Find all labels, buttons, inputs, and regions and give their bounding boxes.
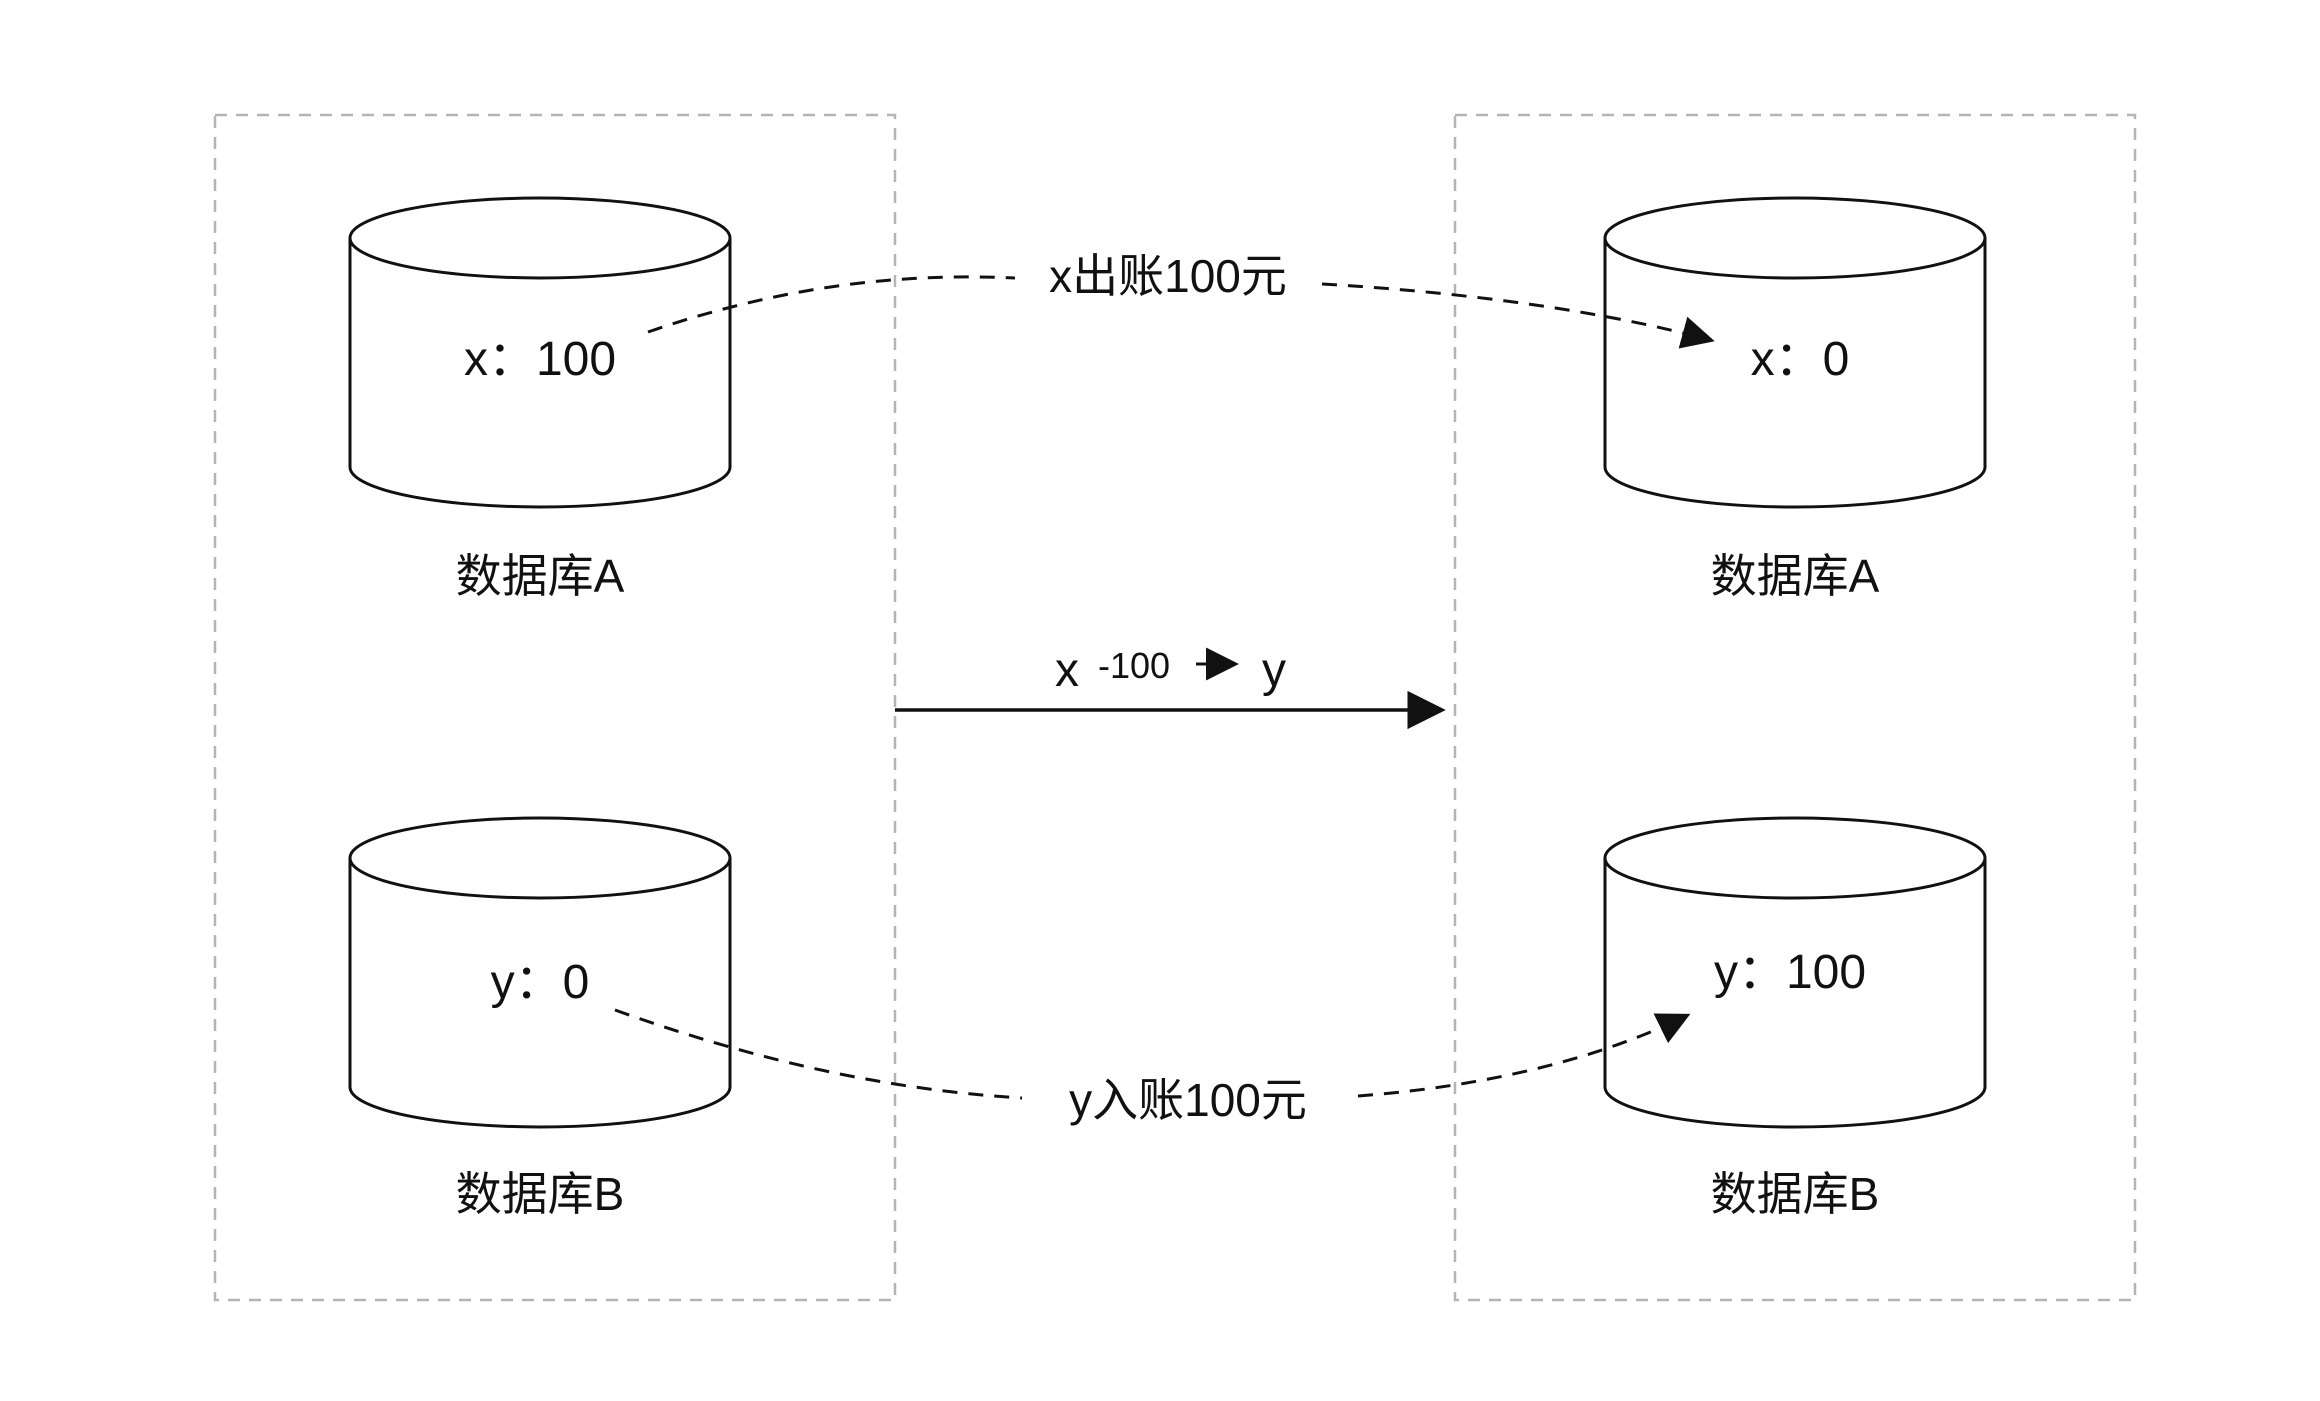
credit-arrow-group: y入账100元 <box>614 1008 1691 1126</box>
db-b-before-label: 数据库B <box>456 1168 625 1220</box>
db-b-before-top <box>348 816 732 900</box>
db-a-before-label: 数据库A <box>456 550 625 602</box>
credit-arrow-label: y入账100元 <box>1069 1074 1307 1126</box>
db-a-after-body <box>1603 238 1987 509</box>
debit-arrow-segment-left <box>647 275 1016 334</box>
db-b-before-body <box>348 858 732 1129</box>
db-b-after-value: y：100 <box>1714 946 1866 999</box>
after-state-box <box>1453 113 2137 1302</box>
debit-arrow-segment-right <box>1321 282 1715 349</box>
db-a-before-top <box>348 196 732 280</box>
debit-arrow-group: x出账100元 <box>647 250 1715 349</box>
credit-arrow-segment-right <box>1357 1013 1691 1098</box>
db-a-before-value: x：100 <box>464 333 616 386</box>
db-a-after-cylinder: x：0 <box>1603 196 1987 509</box>
db-a-before-body <box>348 238 732 509</box>
transfer-from-label: x <box>1055 644 1079 697</box>
transfer-amount-label: -100 <box>1098 645 1170 686</box>
before-state-box <box>213 113 897 1302</box>
credit-arrow-segment-left <box>614 1008 1023 1100</box>
transfer-arrow-group: x -100 y <box>895 644 1446 730</box>
db-a-after-label: 数据库A <box>1711 550 1880 602</box>
db-b-after-cylinder: y：100 <box>1603 816 1987 1129</box>
before-state-group: x：100 数据库A y：0 数据库B <box>213 113 897 1302</box>
db-b-after-top <box>1603 816 1987 900</box>
db-a-before-cylinder: x：100 <box>348 196 732 509</box>
db-a-after-top <box>1603 196 1987 280</box>
debit-arrow-label: x出账100元 <box>1049 250 1287 302</box>
db-a-after-value: x：0 <box>1751 333 1850 386</box>
transfer-to-label: y <box>1262 644 1286 697</box>
db-b-before-cylinder: y：0 <box>348 816 732 1129</box>
after-state-group: x：0 数据库A y：100 数据库B <box>1453 113 2137 1302</box>
db-b-after-label: 数据库B <box>1711 1168 1880 1220</box>
db-b-after-body <box>1603 858 1987 1129</box>
db-b-before-value: y：0 <box>491 956 590 1009</box>
